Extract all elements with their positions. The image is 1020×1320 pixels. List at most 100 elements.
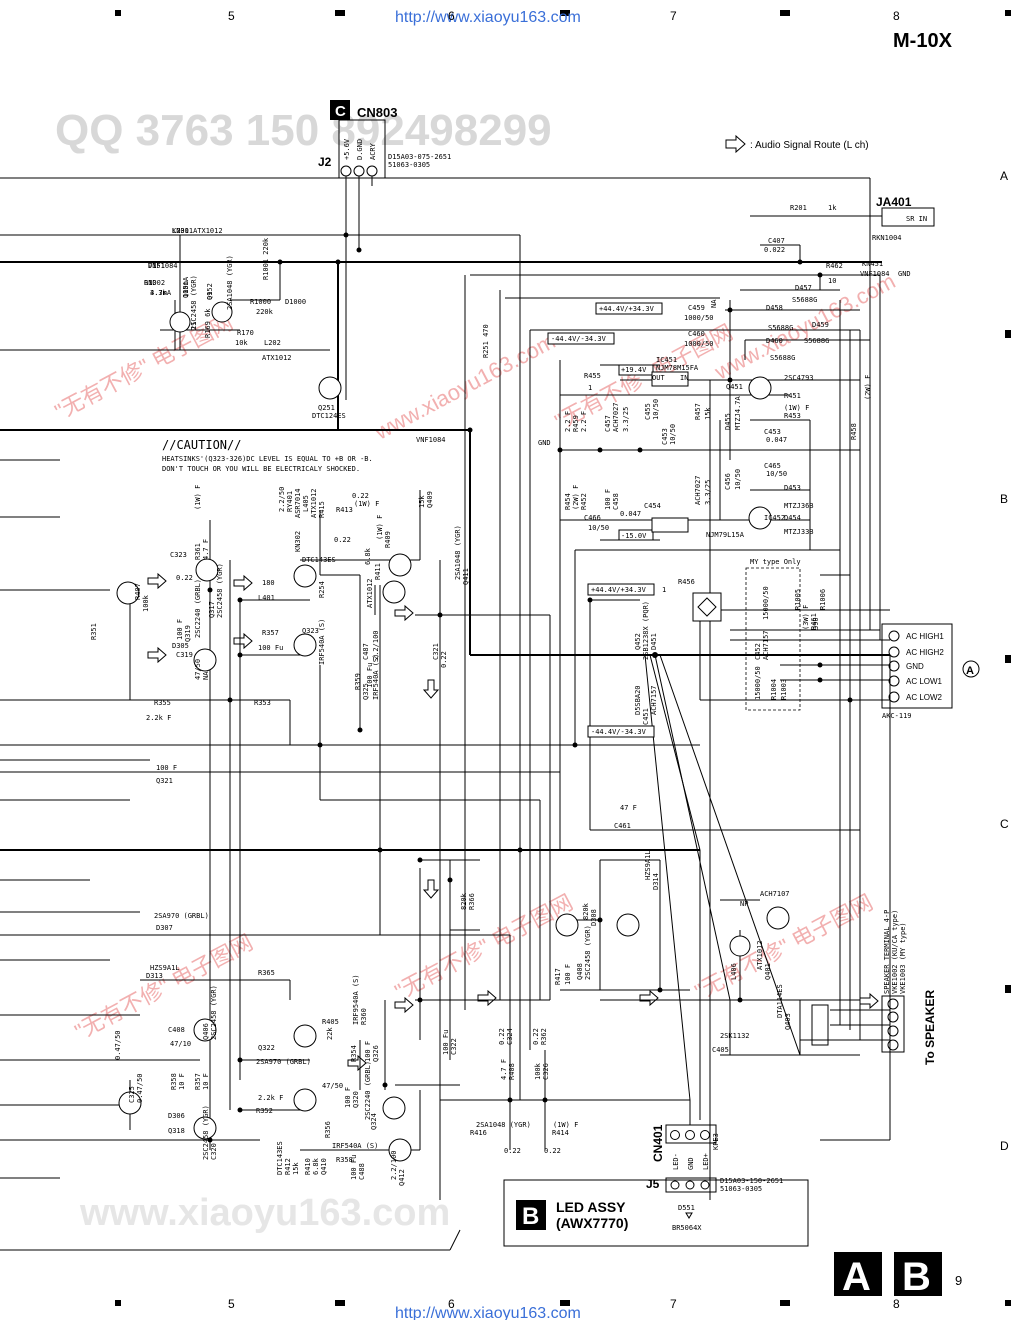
- component-label: 100 F: [156, 764, 177, 772]
- j2-label: J2: [318, 155, 332, 169]
- component-label: HZS9A1L: [644, 850, 652, 880]
- component-label: ASR7014: [294, 488, 302, 518]
- speaker-part1: VKE1002 (KU/CA type): [891, 910, 899, 994]
- component-label: Q322: [258, 1044, 275, 1052]
- component-label: R408: [508, 1063, 516, 1080]
- component-label: C405: [712, 1046, 729, 1054]
- transistor-q323-icon: [293, 564, 317, 588]
- component-label: 220k: [256, 308, 274, 316]
- component-label: 47/50: [194, 659, 202, 680]
- connector-cn803: C CN803 J2 +5.6V D.GND ACRY D15A03-075-2…: [318, 100, 451, 179]
- transistor-q319-icon: [195, 558, 219, 582]
- transistor-q408-icon: [555, 913, 579, 937]
- led-assy-title: LED ASSY: [556, 1199, 626, 1215]
- wiring: [0, 176, 891, 1251]
- component-label: D1000: [285, 298, 306, 306]
- speaker-terminal-label: SPEAKER TERMINAL 4-P: [883, 910, 891, 994]
- component-label: VNF1084: [860, 270, 890, 278]
- component-label: R356: [324, 1121, 332, 1138]
- component-label: D307: [156, 924, 173, 932]
- component-label: 100mA: [182, 276, 190, 298]
- component-label: 3.3/25: [622, 407, 630, 432]
- component-label: R351: [90, 623, 98, 640]
- component-label: ATX1012: [366, 578, 374, 608]
- j5-label: J5: [646, 1177, 660, 1191]
- component-label: NA: [710, 299, 718, 308]
- signal-arrow-icon: [233, 574, 253, 592]
- component-label: 4.7 F: [500, 1059, 508, 1080]
- component-label: R352: [256, 1107, 273, 1115]
- component-label: 10/50: [652, 399, 660, 420]
- component-label: GND: [538, 439, 551, 447]
- component-label: OUT: [652, 374, 665, 382]
- component-label: 0.22: [532, 1028, 540, 1045]
- component-label: 100 F: [364, 1041, 372, 1062]
- component-label: 0.22: [504, 1147, 521, 1155]
- row-c: C: [1000, 817, 1009, 831]
- component-label: R1003: [780, 679, 788, 700]
- component-label: C321: [432, 643, 440, 660]
- component-label: C451: [642, 708, 650, 725]
- component-label: IC452: [764, 514, 785, 522]
- component-label: ACH7157: [762, 630, 770, 660]
- caution-note: //CAUTION// HEATSINKS'(Q323-326)DC LEVEL…: [162, 438, 373, 473]
- component-label: 15k: [704, 407, 712, 420]
- component-label: 2SC2458 (YGR): [202, 1105, 210, 1160]
- component-label: C452: [754, 643, 762, 660]
- col-5: 5: [228, 9, 235, 23]
- signal-arrow-icon: [147, 572, 167, 590]
- transistor-q322-icon: [193, 1018, 217, 1042]
- component-label: 10/50: [734, 469, 742, 490]
- component-label: R365: [258, 969, 275, 977]
- component-label: R362: [540, 1028, 548, 1045]
- cn803-part1: D15A03-075-2651: [388, 153, 451, 161]
- cn803-label: CN803: [357, 105, 397, 120]
- badge-c: [330, 100, 350, 120]
- component-label: C466: [584, 514, 601, 522]
- component-label: D455: [724, 413, 732, 430]
- ac-pin3: GND: [906, 662, 924, 671]
- component-label: R461: [810, 613, 818, 630]
- url-bottom[interactable]: http://www.xiaoyu163.com: [395, 1305, 581, 1320]
- component-label: C322: [450, 1038, 458, 1055]
- component-label: 6.8k: [312, 1157, 320, 1175]
- component-label: 1: [662, 586, 666, 594]
- component-label: D306: [168, 1112, 185, 1120]
- component-label: 1: [588, 384, 592, 392]
- component-label: D457: [795, 284, 812, 292]
- component-label: 0.47/50: [114, 1030, 122, 1060]
- component-label: 4.7 F: [202, 539, 210, 560]
- url-top[interactable]: http://www.xiaoyu163.com: [395, 9, 581, 26]
- my-type-label: MY type Only: [750, 558, 801, 566]
- transistor-q451-icon: [748, 376, 772, 400]
- component-label: MTZJ33B: [784, 528, 814, 536]
- component-label: Q251: [318, 404, 335, 412]
- component-label: R405: [322, 1018, 339, 1026]
- component-label: C453: [661, 428, 669, 445]
- component-label: 2SC2240 (GRBL): [364, 1061, 372, 1120]
- cn401-pin2: GND: [687, 1157, 695, 1170]
- component-label: 09: [206, 292, 214, 300]
- legend-text: : Audio Signal Route (L ch): [750, 140, 869, 151]
- row-letters: A B C D: [1000, 169, 1009, 1153]
- component-label: 2SC2458 (YGR): [584, 925, 592, 980]
- component-label: 1000/50: [684, 340, 714, 348]
- component-label: 11: [190, 322, 198, 330]
- model-title: M-10X: [893, 30, 953, 52]
- component-label: D308: [590, 909, 598, 926]
- component-label: D459: [812, 321, 829, 329]
- signal-arrow-icon: [725, 134, 746, 154]
- ac-pin1: AC HIGH1: [906, 632, 944, 641]
- col-7-b: 7: [670, 1297, 677, 1311]
- component-label: MTZJ36B: [784, 502, 814, 510]
- component-label: R169 6k: [204, 308, 212, 338]
- component-label: (1W) F: [354, 500, 379, 508]
- badge-c-letter: C: [335, 103, 346, 120]
- diode-bridge-d451: [692, 592, 722, 622]
- component-label: S5688G: [804, 337, 829, 345]
- component-label: 2SA970 (GRBL): [256, 1058, 311, 1066]
- component-label: 100 Fu: [258, 644, 283, 652]
- component-label: 0.22: [440, 651, 448, 668]
